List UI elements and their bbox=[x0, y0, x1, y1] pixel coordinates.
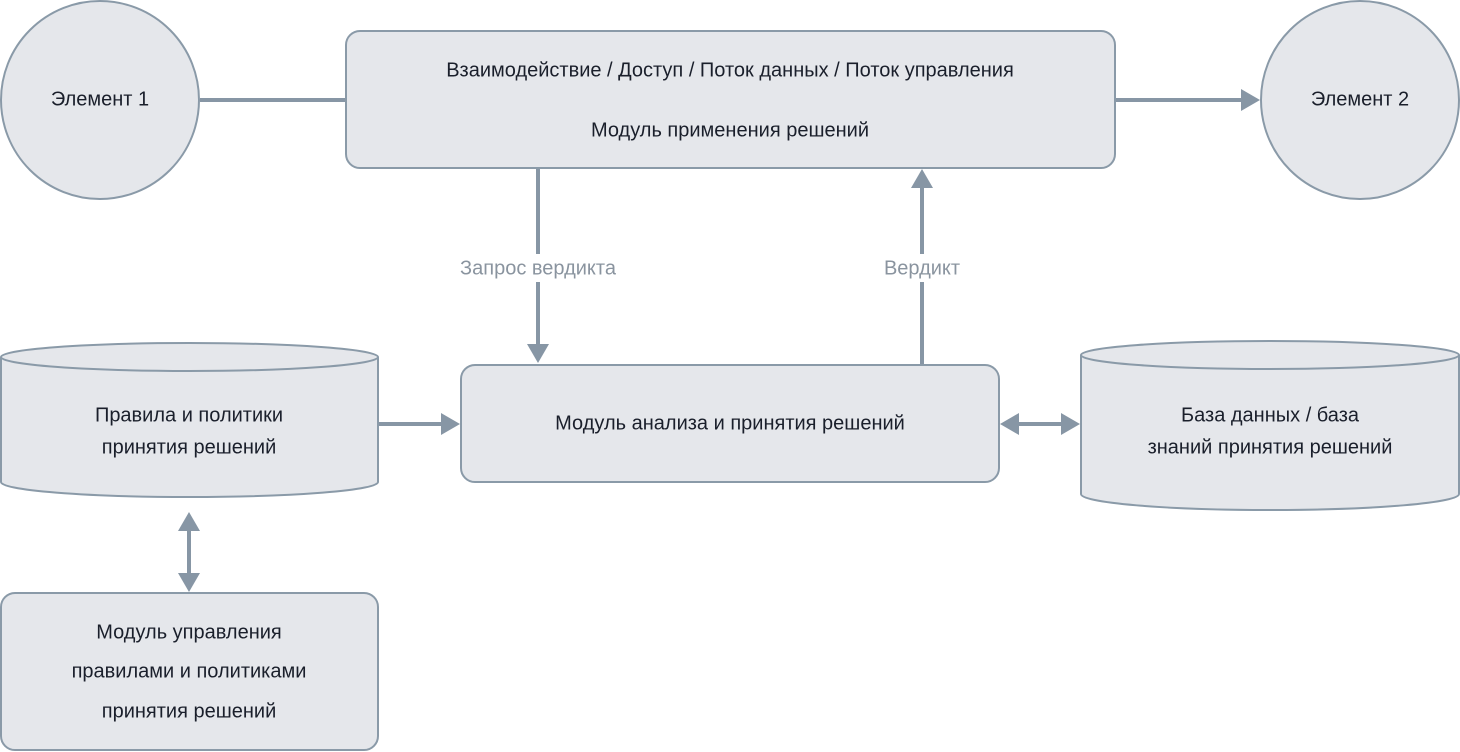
node-element-2: Элемент 2 bbox=[1260, 0, 1460, 200]
arrowhead-icon bbox=[527, 344, 549, 363]
node-enforcement-module: Взаимодействие / Доступ / Поток данных /… bbox=[345, 30, 1116, 169]
edge-rules-rulesmgmt bbox=[178, 512, 200, 592]
svg-text:Модуль применения решений: Модуль применения решений bbox=[591, 119, 869, 141]
svg-text:Правила и политики: Правила и политики bbox=[95, 404, 283, 426]
svg-text:Взаимодействие / Доступ / Пото: Взаимодействие / Доступ / Поток данных /… bbox=[446, 59, 1014, 81]
svg-text:Элемент 2: Элемент 2 bbox=[1311, 88, 1409, 110]
arrowhead-icon bbox=[178, 573, 200, 592]
node-element-1: Элемент 1 bbox=[0, 0, 200, 200]
svg-text:знаний принятия решений: знаний принятия решений bbox=[1148, 436, 1393, 458]
arrowhead-icon bbox=[1061, 413, 1080, 435]
edge-verdict: Вердикт bbox=[862, 169, 982, 364]
arrowhead-icon bbox=[1000, 413, 1019, 435]
svg-text:правилами и политиками: правилами и политиками bbox=[72, 660, 307, 682]
node-rules-storage: Правила и политики принятия решений bbox=[0, 342, 379, 499]
edge-analysis-database bbox=[1000, 413, 1080, 435]
arrowhead-icon bbox=[441, 413, 460, 435]
arrowhead-icon bbox=[1241, 89, 1260, 111]
arrowhead-icon bbox=[911, 169, 933, 188]
edge-rules-to-analysis bbox=[379, 413, 460, 435]
svg-text:Элемент 1: Элемент 1 bbox=[51, 88, 149, 110]
edge-label-request: Запрос вердикта bbox=[460, 257, 617, 279]
svg-text:Модуль управления: Модуль управления bbox=[96, 621, 282, 643]
node-rules-management-module: Модуль управления правилами и политиками… bbox=[0, 592, 379, 751]
svg-text:принятия решений: принятия решений bbox=[102, 436, 277, 458]
svg-text:База данных / база: База данных / база bbox=[1181, 404, 1360, 426]
svg-text:принятия решений: принятия решений bbox=[102, 700, 277, 722]
edge-label-verdict: Вердикт bbox=[884, 257, 960, 279]
arrowhead-icon bbox=[178, 512, 200, 531]
edge-enforcement-to-element2 bbox=[1116, 89, 1260, 111]
edge-verdict-request: Запрос вердикта bbox=[430, 168, 646, 363]
node-analysis-module: Модуль анализа и принятия решений bbox=[460, 364, 1000, 483]
svg-text:Модуль анализа и принятия реше: Модуль анализа и принятия решений bbox=[555, 412, 905, 434]
node-database: База данных / база знаний принятия решен… bbox=[1080, 340, 1460, 511]
